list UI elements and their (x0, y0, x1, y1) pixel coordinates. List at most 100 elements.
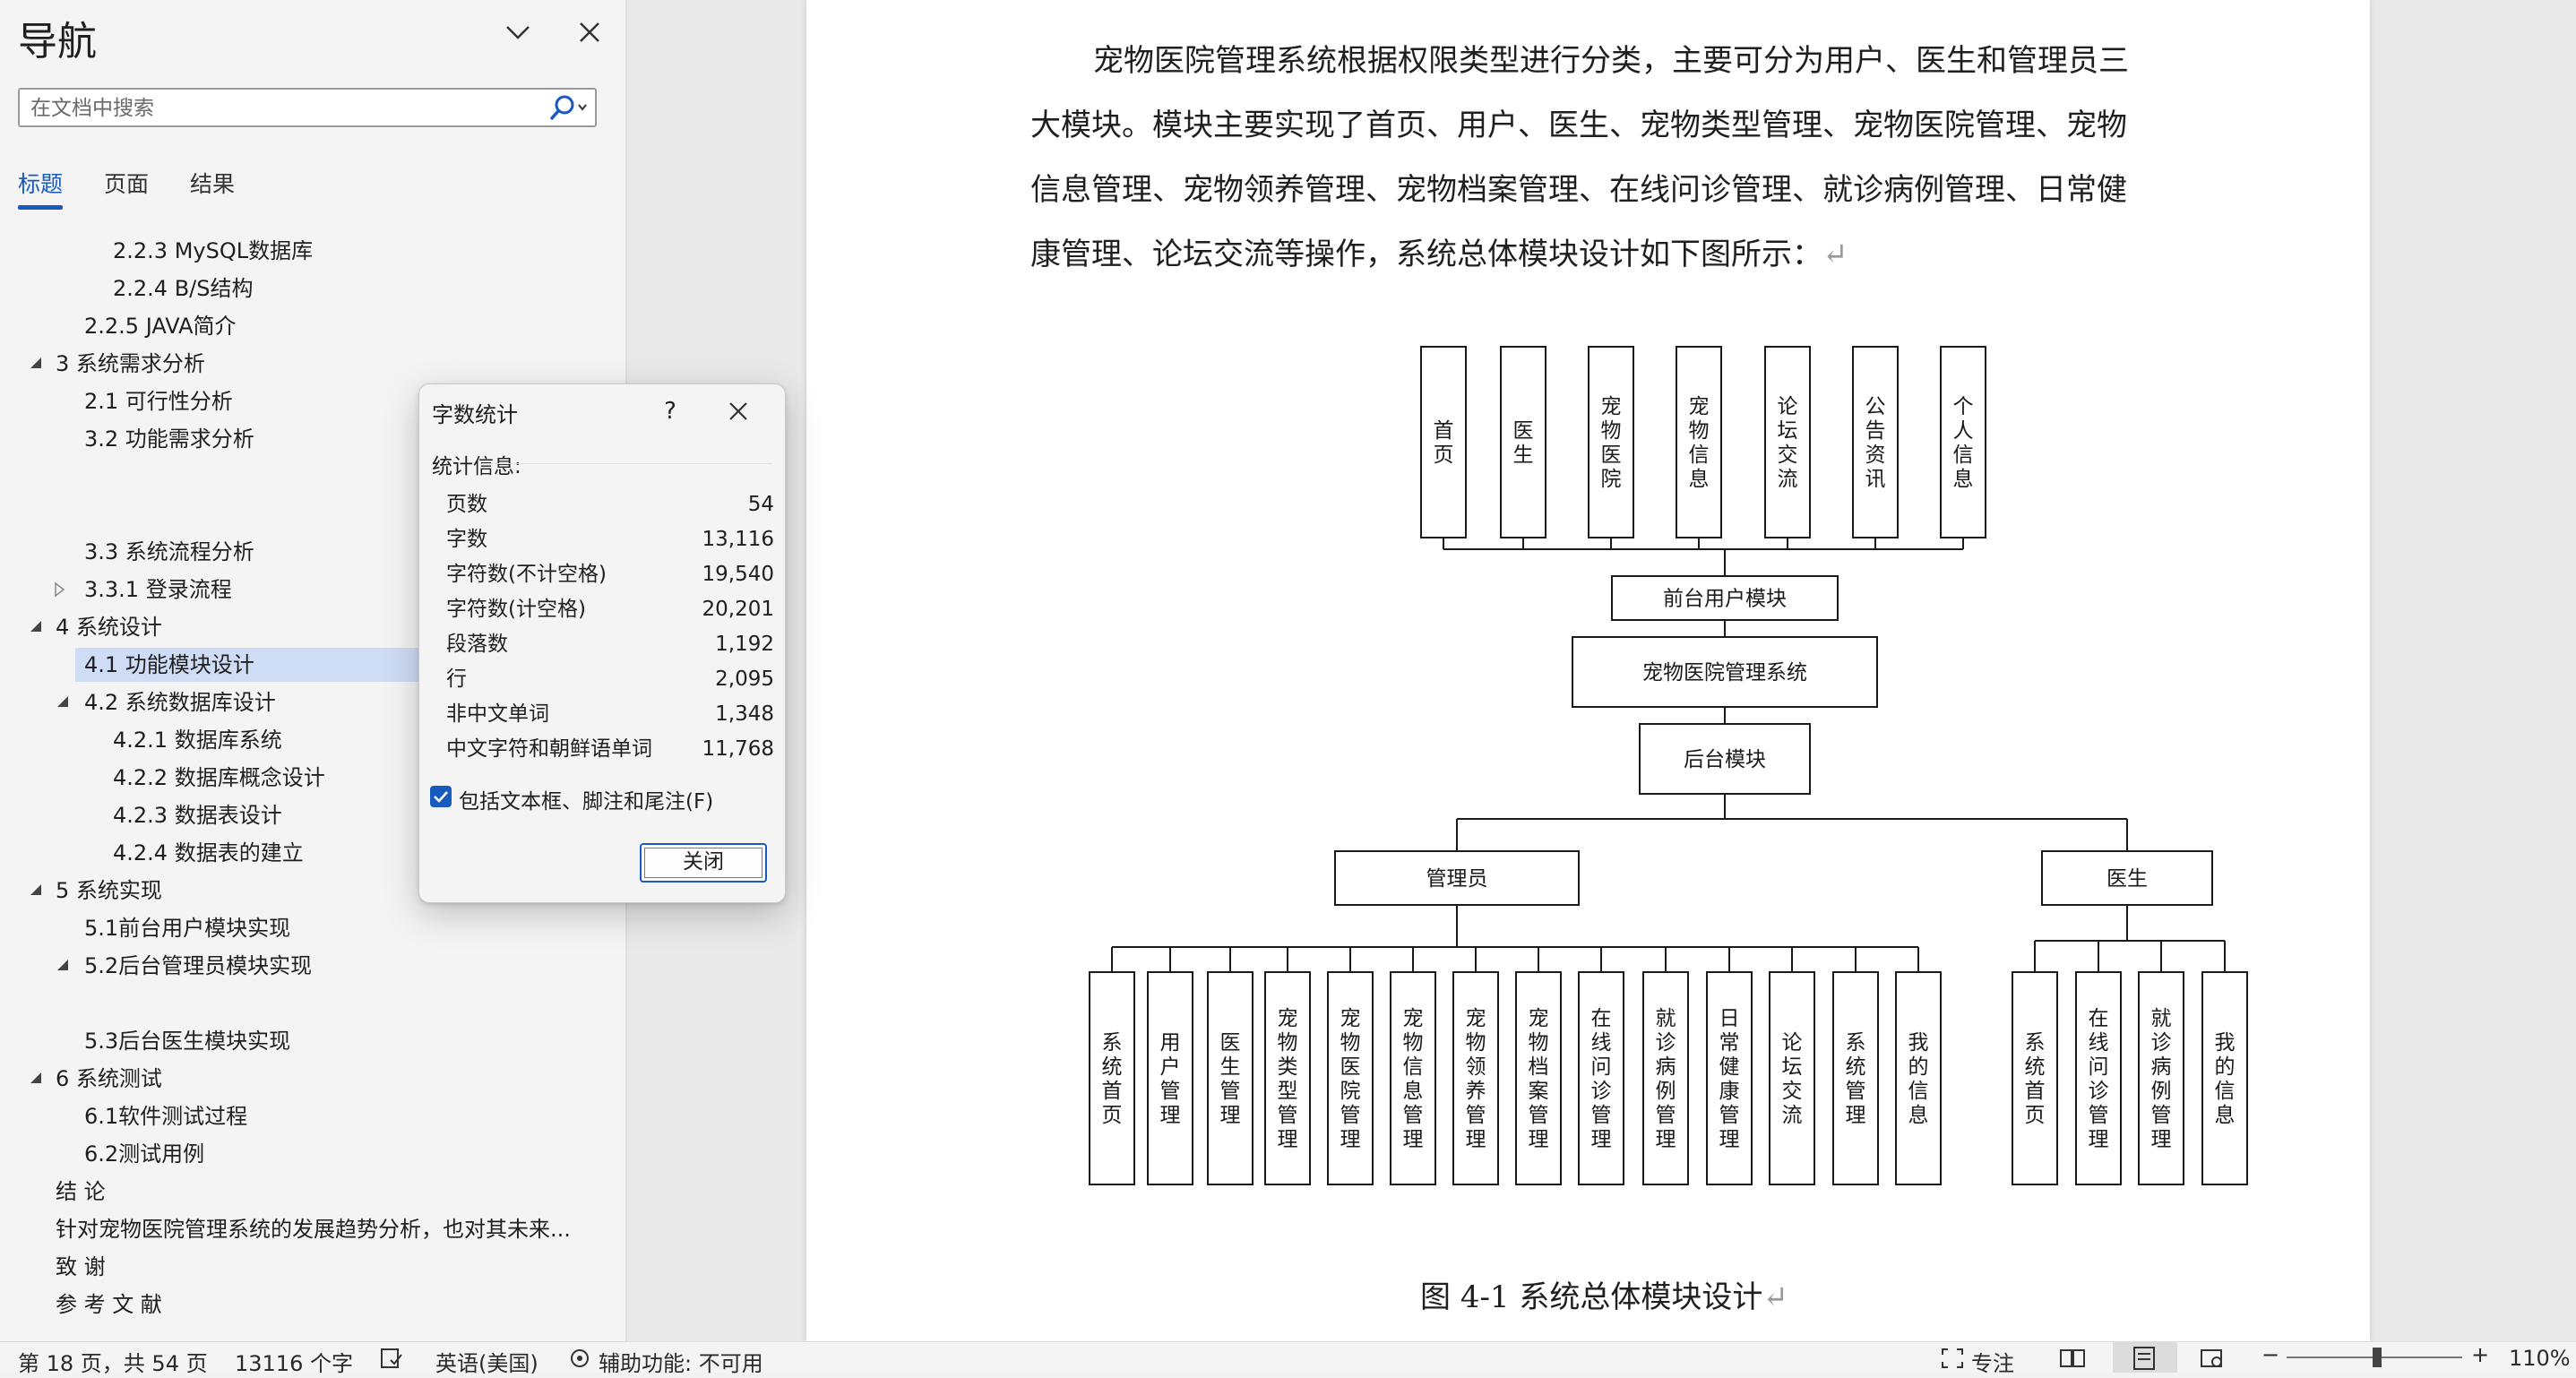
close-icon[interactable] (724, 397, 753, 426)
checkbox-label[interactable]: 包括文本框、脚注和尾注(F) (459, 790, 714, 814)
proofing-icon[interactable] (380, 1348, 403, 1369)
heading-item[interactable]: 4.2.3 数据表设计 (113, 803, 282, 828)
heading-item-selected[interactable]: 4.1 功能模块设计 (75, 648, 434, 682)
help-button[interactable]: ? (664, 398, 676, 425)
dialog-title: 字数统计 (432, 402, 518, 427)
heading-item[interactable]: 6.1软件测试过程 (84, 1104, 248, 1129)
dialog-titlebar[interactable]: 字数统计 ? (419, 384, 785, 438)
word-count-dialog: 字数统计 ? 统计信息: 页数 54 字数 13,116 字符数(不计空格) 19,5… (418, 383, 786, 903)
stat-row: 行 2,095 (446, 662, 774, 696)
status-bar: 第 18 页，共 54 页 13116 个字 英语(美国) 辅助功能: 不可用 … (0, 1341, 2576, 1376)
search-icon[interactable] (541, 93, 591, 122)
nav-search-box (18, 88, 597, 127)
paragraph-mark: ↵ (1822, 237, 1848, 272)
stat-value: 1,192 (715, 633, 774, 656)
heading-item[interactable]: 2.1 可行性分析 (84, 389, 233, 414)
collapse-triangle-icon[interactable] (27, 610, 45, 644)
collapse-triangle-icon[interactable] (27, 1062, 45, 1096)
chevron-down-icon[interactable] (502, 16, 534, 48)
heading-item[interactable]: 4.2.2 数据库概念设计 (113, 765, 325, 790)
heading-item[interactable]: 3.3.1 登录流程 (84, 577, 232, 602)
heading-item[interactable]: 2.2.3 MySQL数据库 (113, 238, 314, 263)
heading-item[interactable]: 5.3后台医生模块实现 (84, 1029, 291, 1054)
close-button[interactable]: 关闭 (640, 843, 767, 883)
stat-label: 段落数 (446, 633, 508, 656)
include-textboxes-checkbox[interactable] (430, 786, 452, 807)
heading-item[interactable]: 参 考 文 献 (56, 1292, 162, 1317)
expand-triangle-icon[interactable] (50, 573, 68, 607)
heading-item[interactable]: 致 谢 (56, 1254, 106, 1279)
collapse-triangle-icon[interactable] (54, 949, 72, 983)
heading-item[interactable]: 5.2后台管理员模块实现 (84, 953, 313, 978)
checkmark-icon (434, 791, 448, 803)
paragraph-line: 信息管理、宠物领养管理、宠物档案管理、在线问诊管理、就诊病例管理、日常健 (1030, 172, 2127, 208)
paragraph-mark: ↵ (1762, 1279, 1788, 1315)
stat-value: 54 (747, 493, 774, 516)
stat-label: 字数 (446, 528, 487, 551)
paragraph-line: 宠物医院管理系统根据权限类型进行分类，主要可分为用户、医生和管理员三 (1093, 43, 2129, 79)
language[interactable]: 英语(美国) (435, 1351, 538, 1376)
heading-item[interactable]: 2.2.4 B/S结构 (113, 276, 254, 301)
nav-title: 导航 (18, 19, 97, 65)
heading-item[interactable]: 5.1前台用户模块实现 (84, 916, 291, 941)
collapse-triangle-icon[interactable] (27, 347, 45, 381)
heading-item[interactable]: 6.2测试用例 (84, 1141, 205, 1167)
accessibility-status[interactable]: 辅助功能: 不可用 (599, 1351, 763, 1376)
stat-row: 字符数(不计空格) 19,540 (446, 557, 774, 591)
print-layout-icon (2133, 1347, 2155, 1370)
heading-item[interactable]: 4.2.4 数据表的建立 (113, 840, 304, 866)
heading-item[interactable]: 6 系统测试 (56, 1066, 162, 1091)
heading-item[interactable]: 4 系统设计 (56, 615, 162, 640)
web-layout-icon[interactable] (2199, 1348, 2226, 1369)
close-icon[interactable] (573, 16, 606, 48)
stat-label: 字符数(计空格) (446, 598, 586, 621)
word-count[interactable]: 13116 个字 (235, 1351, 353, 1376)
zoom-out-button[interactable]: − (2262, 1342, 2280, 1367)
page-count[interactable]: 第 18 页，共 54 页 (18, 1351, 208, 1376)
paragraph-line-last: 康管理、论坛交流等操作，系统总体模块设计如下图所示：↵ (1030, 229, 1848, 273)
print-layout-button[interactable] (2113, 1342, 2177, 1373)
heading-item[interactable]: 结 论 (56, 1179, 106, 1204)
stat-value: 1,348 (715, 702, 774, 726)
heading-item[interactable]: 4.2 系统数据库设计 (84, 690, 276, 715)
stat-row: 中文字符和朝鲜语单词 11,768 (446, 732, 774, 766)
stats-section-label: 统计信息: (432, 455, 521, 478)
focus-mode-button[interactable]: 专注 (1971, 1351, 2014, 1376)
stat-label: 行 (446, 667, 467, 691)
caption-text: 图 4-1 系统总体模块设计 (1420, 1279, 1763, 1315)
heading-item[interactable]: 针对宠物医院管理系统的发展趋势分析，也对其未来... (56, 1217, 571, 1242)
stat-row: 页数 54 (446, 487, 774, 521)
figure-caption: 图 4-1 系统总体模块设计↵ (1420, 1272, 1788, 1316)
read-mode-icon[interactable] (2059, 1348, 2086, 1369)
stat-label: 中文字符和朝鲜语单词 (446, 737, 652, 761)
zoom-level[interactable]: 110% (2509, 1346, 2571, 1371)
stat-value: 20,201 (702, 598, 774, 621)
stat-value: 19,540 (702, 563, 774, 586)
tab-headings[interactable]: 标题 (18, 171, 64, 197)
stat-label: 页数 (446, 493, 487, 516)
search-input[interactable] (29, 93, 543, 124)
heading-item[interactable]: 3 系统需求分析 (56, 351, 205, 376)
heading-item[interactable]: 3.2 功能需求分析 (84, 426, 254, 452)
paragraph-line: 大模块。模块主要实现了首页、用户、医生、宠物类型管理、宠物医院管理、宠物 (1030, 108, 2127, 143)
heading-item[interactable]: 2.2.5 JAVA简介 (84, 314, 237, 339)
collapse-triangle-icon[interactable] (54, 685, 72, 719)
paragraph-text: 康管理、论坛交流等操作，系统总体模块设计如下图所示： (1030, 237, 1822, 272)
tab-results[interactable]: 结果 (190, 171, 236, 197)
zoom-slider-thumb[interactable] (2373, 1348, 2382, 1367)
accessibility-icon[interactable] (568, 1348, 591, 1369)
stat-label: 字符数(不计空格) (446, 563, 607, 586)
collapse-triangle-icon[interactable] (27, 874, 45, 908)
tab-pages[interactable]: 页面 (104, 171, 150, 197)
stat-value: 11,768 (702, 737, 774, 761)
section-divider (482, 463, 772, 464)
heading-item[interactable]: 5 系统实现 (56, 878, 162, 903)
focus-icon[interactable] (1941, 1348, 1964, 1369)
stat-value: 13,116 (702, 528, 774, 551)
stat-value: 2,095 (715, 667, 774, 691)
heading-item[interactable]: 3.3 系统流程分析 (84, 539, 254, 564)
zoom-in-button[interactable]: + (2471, 1342, 2490, 1367)
heading-item[interactable]: 4.2.1 数据库系统 (113, 728, 282, 753)
stat-row: 字数 13,116 (446, 522, 774, 556)
